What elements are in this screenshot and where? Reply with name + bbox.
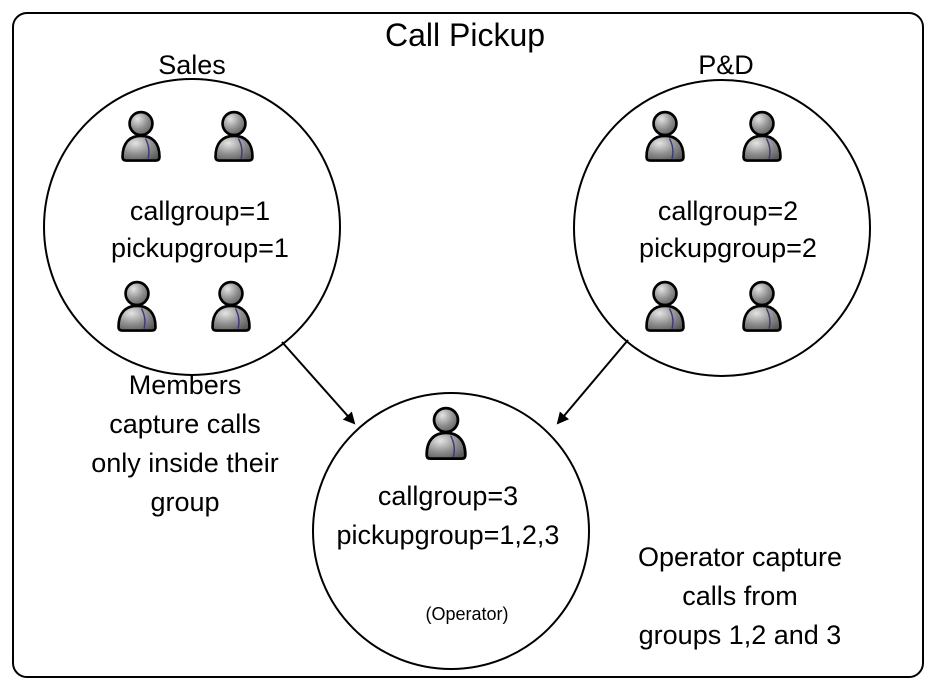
operator-note-line: calls from bbox=[682, 581, 798, 611]
person-icon bbox=[645, 110, 685, 162]
person-icon bbox=[121, 110, 161, 162]
members-note-line: group bbox=[150, 487, 219, 517]
operator-note: Operator capture calls from groups 1,2 a… bbox=[638, 542, 842, 650]
group-circle-sales bbox=[43, 78, 341, 376]
person-icon bbox=[645, 280, 685, 332]
operator-role-label: (Operator) bbox=[425, 604, 508, 624]
operator-callgroup: callgroup=3 bbox=[378, 481, 518, 511]
person-icon bbox=[742, 280, 782, 332]
operator-note-line: Operator capture bbox=[638, 542, 842, 572]
person-icon bbox=[117, 280, 157, 332]
pd-callgroup: callgroup=2 bbox=[658, 196, 798, 226]
group-label-sales: Sales bbox=[158, 50, 226, 80]
person-icon bbox=[742, 110, 782, 162]
person-icon bbox=[425, 406, 467, 461]
operator-pickupgroup: pickupgroup=1,2,3 bbox=[337, 520, 560, 550]
group-label-pd: P&D bbox=[698, 50, 754, 80]
operator-note-line: groups 1,2 and 3 bbox=[639, 620, 842, 650]
arrow-sales-to-operator bbox=[281, 341, 356, 425]
arrow-pd-to-operator bbox=[556, 339, 629, 425]
members-note-line: capture calls bbox=[109, 409, 261, 439]
members-note: Members capture calls only inside their … bbox=[91, 370, 279, 517]
group-circle-pd bbox=[573, 79, 871, 377]
pd-pickupgroup: pickupgroup=2 bbox=[639, 233, 817, 263]
outer-frame bbox=[12, 12, 924, 678]
sales-pickupgroup: pickupgroup=1 bbox=[111, 233, 289, 263]
diagram-title: Call Pickup bbox=[385, 17, 545, 53]
sales-callgroup: callgroup=1 bbox=[130, 196, 270, 226]
person-icon bbox=[211, 280, 251, 332]
person-icon bbox=[214, 110, 254, 162]
members-note-line: Members bbox=[129, 370, 242, 400]
members-note-line: only inside their bbox=[91, 448, 279, 478]
operator-circle bbox=[312, 392, 590, 670]
